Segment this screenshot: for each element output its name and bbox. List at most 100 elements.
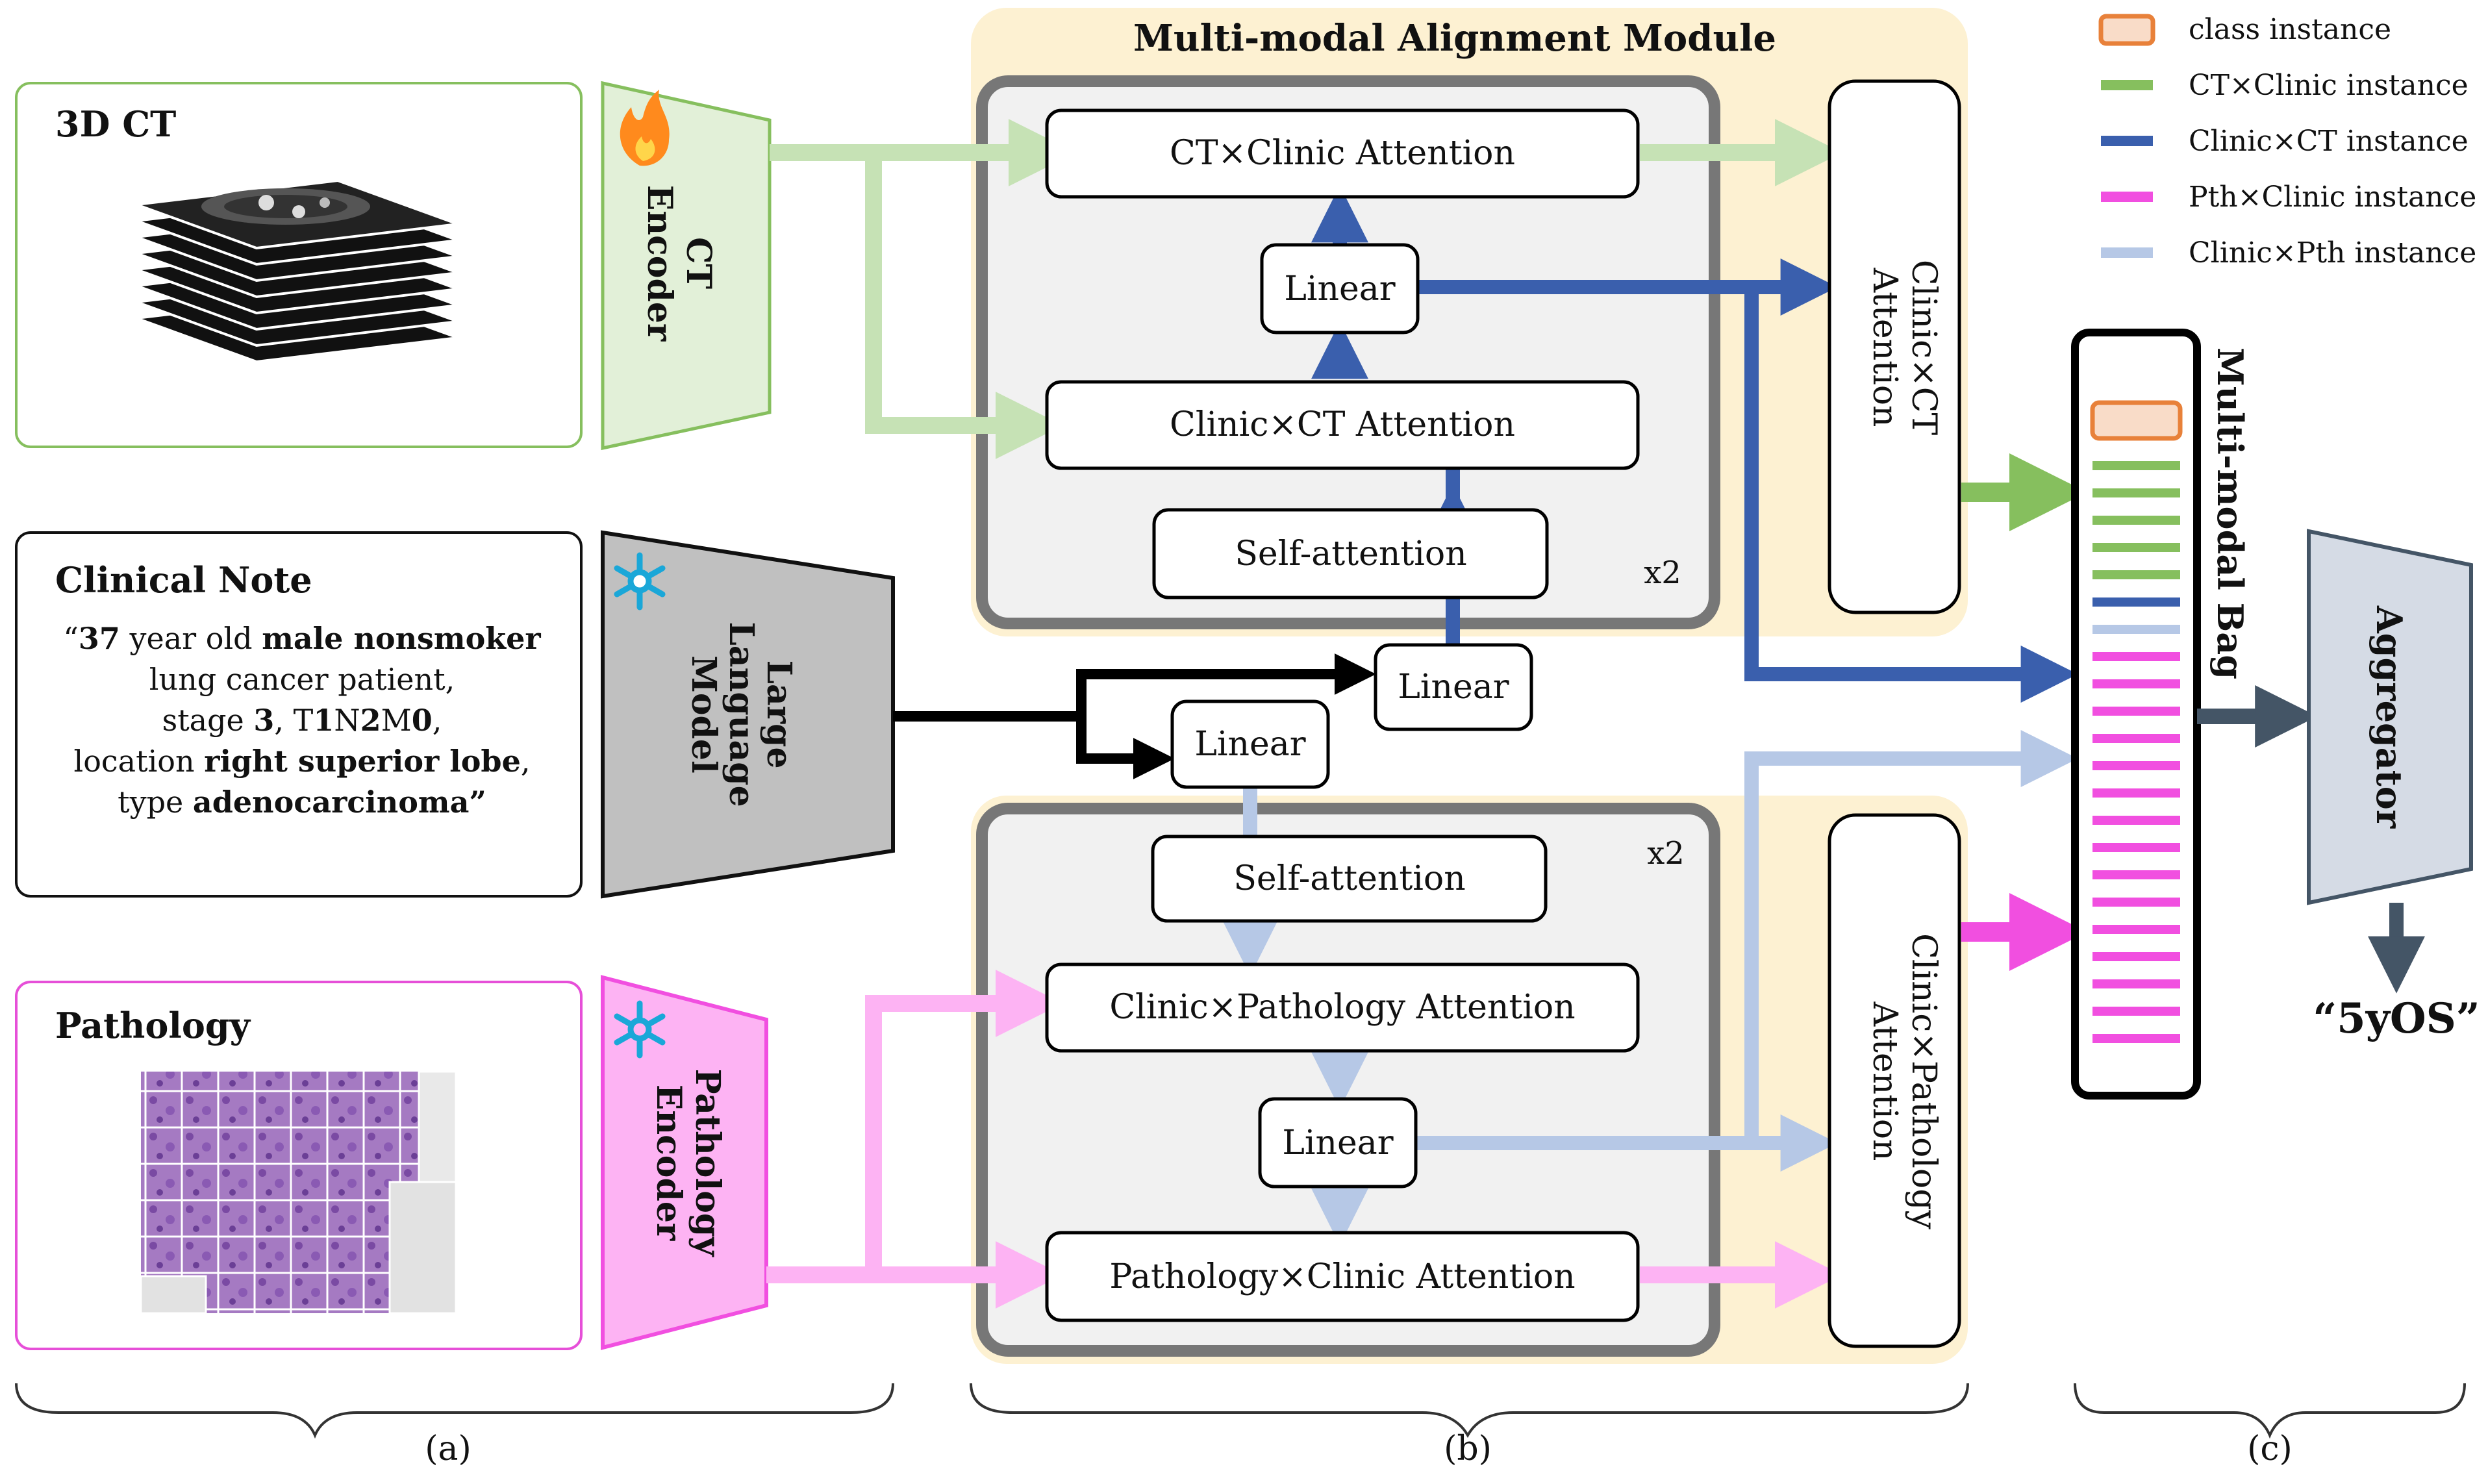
clinical-note-segment: 37 bbox=[78, 621, 120, 656]
clinical-note-segment: male nonsmoker bbox=[262, 621, 541, 656]
top-linear-box bbox=[1260, 243, 1420, 334]
clinic-ct-attention-label: Clinic×CT Attention bbox=[1170, 405, 1515, 444]
legend-swatch bbox=[2101, 247, 2153, 258]
bottom-self-attention-label: Self-attention bbox=[1233, 859, 1465, 898]
pathology-encoder bbox=[601, 975, 768, 1350]
bag-instance-bar bbox=[2092, 652, 2180, 661]
panel-label-c: (c) bbox=[2247, 1429, 2293, 1468]
clinical-note-segment: stage bbox=[162, 703, 254, 738]
bag-instance-bar bbox=[2092, 1007, 2180, 1016]
llm-text-embedding-paths bbox=[893, 653, 1376, 779]
clinical-note-segment: N bbox=[334, 703, 360, 738]
llm-encoder bbox=[601, 530, 895, 899]
clinical-note-segment: location bbox=[73, 744, 205, 779]
pathology-input-title: Pathology bbox=[55, 1005, 251, 1046]
pathology-encoder-label-line1: Pathology bbox=[688, 1069, 727, 1258]
bag-instances bbox=[2090, 400, 2183, 1043]
ct-encoder-label-line2: Encoder bbox=[640, 185, 679, 342]
clinic-ct-side-label-line2: Attention bbox=[1865, 267, 1904, 427]
clinical-note-line: type adenocarcinoma” bbox=[19, 782, 584, 823]
clinical-note-line: lung cancer patient, bbox=[19, 659, 584, 700]
clinical-note-segment: 2 bbox=[360, 703, 381, 738]
ct-slice-stack-image bbox=[136, 179, 459, 364]
snowflake-icon bbox=[614, 552, 666, 610]
legend-label: Pth×Clinic instance bbox=[2189, 181, 2476, 214]
bag-instance-bar bbox=[2092, 952, 2180, 961]
bag-instance-bar bbox=[2092, 1034, 2180, 1043]
alignment-module-title: Multi-modal Alignment Module bbox=[1133, 17, 1776, 60]
bag-instance-bar bbox=[2092, 597, 2180, 607]
pathology-encoder-label-line2: Encoder bbox=[649, 1085, 688, 1241]
bottom-self-attention-box bbox=[1151, 835, 1548, 923]
pathology-feature-paths bbox=[766, 970, 1842, 1309]
clinical-note-segment: , T bbox=[274, 703, 314, 738]
bag-instance-bar bbox=[2092, 925, 2180, 934]
bag-instance-bar bbox=[2092, 543, 2180, 552]
clinical-note-segment: 3 bbox=[253, 703, 275, 738]
bag-instance-bar bbox=[2092, 488, 2180, 497]
legend-swatch bbox=[2101, 136, 2153, 146]
llm-label-line2: Language bbox=[722, 622, 761, 807]
legend-label: class instance bbox=[2189, 13, 2391, 46]
clinical-note-line: stage 3, T1N2M0, bbox=[19, 700, 584, 741]
clinic-pathology-side-label-line2: Attention bbox=[1865, 1001, 1904, 1161]
clinic-ct-side-attention-box bbox=[1828, 79, 1961, 614]
top-linear-label: Linear bbox=[1284, 270, 1395, 308]
bag-instance-bar bbox=[2092, 516, 2180, 525]
clinical-note-box bbox=[15, 531, 583, 898]
clinical-note-segment: right superior lobe bbox=[204, 744, 521, 779]
legend-swatch bbox=[2101, 192, 2153, 202]
clinical-note-segment: “ bbox=[63, 621, 79, 656]
bag-instance-bar bbox=[2092, 816, 2180, 825]
legend-swatch bbox=[2098, 14, 2155, 46]
top-self-attention-label: Self-attention bbox=[1235, 534, 1466, 573]
clinic-ct-attention-box bbox=[1045, 380, 1640, 470]
bag-instance-bar bbox=[2092, 979, 2180, 988]
clinical-note-line: “37 year old male nonsmoker bbox=[19, 618, 584, 659]
clinic-pathology-side-label-line1: Clinic×Pathology bbox=[1904, 933, 1943, 1229]
bag-instance-bar bbox=[2092, 761, 2180, 770]
panel-braces bbox=[15, 1383, 2466, 1439]
bag-instance-bar bbox=[2092, 898, 2180, 907]
bag-instance-bar bbox=[2092, 788, 2180, 798]
aggregator-label: Aggregator bbox=[2369, 605, 2410, 829]
bottom-module-blocks bbox=[1045, 835, 1640, 1322]
clinical-note-segment: , bbox=[520, 744, 531, 779]
bottom-linear-label: Linear bbox=[1282, 1124, 1393, 1163]
shared-linear-bottom-label: Linear bbox=[1194, 725, 1305, 764]
clinical-note-segment: lung cancer patient, bbox=[149, 662, 455, 697]
clinical-note-segment: 1 bbox=[313, 703, 334, 738]
ct-clinic-attention-label: CT×Clinic Attention bbox=[1170, 134, 1515, 173]
clinic-ct-side-label-line1: Clinic×CT bbox=[1904, 260, 1943, 436]
legend-label: Clinic×CT instance bbox=[2189, 125, 2469, 158]
bag-class-instance bbox=[2090, 400, 2183, 441]
legend-swatch bbox=[2101, 80, 2153, 90]
clinical-note-segment: M bbox=[381, 703, 412, 738]
clinical-note-segment: 0 bbox=[411, 703, 433, 738]
ct-clinic-attention-box bbox=[1045, 108, 1640, 199]
ct-feature-paths bbox=[770, 119, 1842, 459]
clinical-note-segment: , bbox=[432, 703, 442, 738]
top-repeat-label: x2 bbox=[1644, 555, 1681, 591]
clinical-note-segment: adenocarcinoma bbox=[192, 785, 470, 820]
clinical-note-segment: type bbox=[118, 785, 193, 820]
clinical-note-line: location right superior lobe, bbox=[19, 741, 584, 782]
top-module-blocks bbox=[1045, 108, 1640, 599]
bag-instance-bar bbox=[2092, 843, 2180, 852]
legend-label: CT×Clinic instance bbox=[2189, 69, 2469, 102]
bag-instance-bar bbox=[2092, 707, 2180, 716]
clinical-note-segment: year old bbox=[119, 621, 262, 656]
pathology-slide-image bbox=[140, 1070, 457, 1314]
prediction-output: “5yOS” bbox=[2313, 994, 2480, 1043]
ct-encoder-label-line1: CT bbox=[679, 237, 718, 289]
clinical-note-segment: ” bbox=[469, 785, 486, 820]
clinic-pathology-side-attention-box bbox=[1828, 813, 1961, 1348]
ct-encoder bbox=[601, 81, 772, 451]
shared-linear-top-label: Linear bbox=[1398, 668, 1509, 707]
panel-label-a: (a) bbox=[425, 1429, 471, 1468]
bottom-linear-box bbox=[1258, 1097, 1418, 1188]
aggregator bbox=[2307, 529, 2473, 905]
pathology-clinic-attention-label: Pathology×Clinic Attention bbox=[1109, 1257, 1575, 1296]
clinical-note-title: Clinical Note bbox=[55, 559, 312, 601]
